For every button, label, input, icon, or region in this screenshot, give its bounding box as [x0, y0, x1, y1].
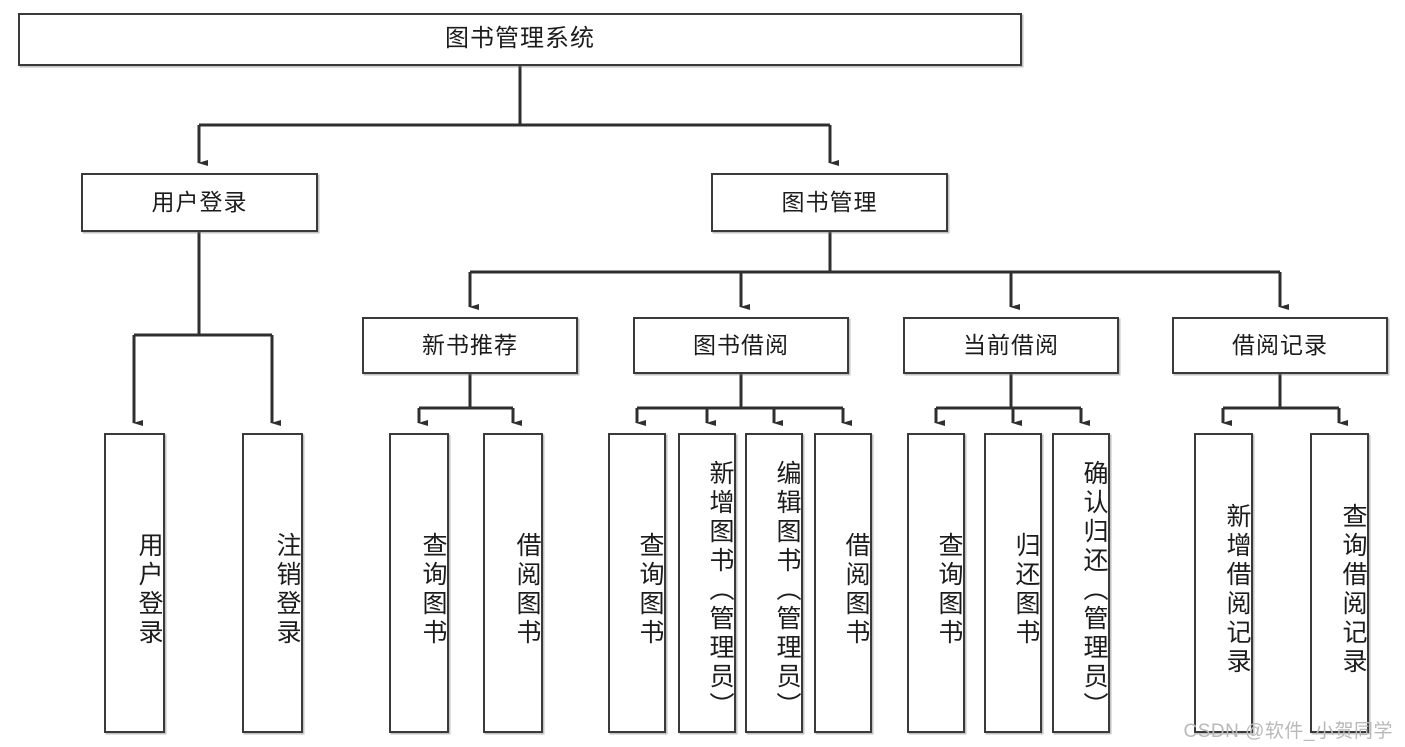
leaf-borrow-book-1[interactable]: 借阅图书 [483, 433, 543, 733]
leaf-label: 借阅图书 [842, 532, 870, 648]
node-root[interactable]: 图书管理系统 [18, 13, 1022, 66]
leaf-label: 查询借阅记录 [1339, 503, 1367, 677]
leaf-confirm-return[interactable]: 确认归还（管理员） [1052, 433, 1110, 733]
leaf-label: 归还图书 [1012, 532, 1040, 648]
leaf-label: 新增借阅记录 [1223, 503, 1251, 677]
leaf-edit-book[interactable]: 编辑图书（管理员） [745, 433, 803, 733]
node-current-borrow[interactable]: 当前借阅 [903, 317, 1119, 374]
leaf-label: 查询图书 [419, 532, 447, 648]
node-user-login[interactable]: 用户登录 [81, 173, 318, 232]
leaf-label: 确认归还（管理员） [1080, 459, 1108, 721]
leaf-label: 编辑图书（管理员） [773, 459, 801, 721]
leaf-label: 查询图书 [935, 532, 963, 648]
node-borrow-record[interactable]: 借阅记录 [1172, 317, 1388, 374]
watermark: CSDN @软件_小贺同学 [1183, 721, 1393, 742]
leaf-query-record[interactable]: 查询借阅记录 [1310, 433, 1369, 733]
leaf-add-record[interactable]: 新增借阅记录 [1194, 433, 1253, 733]
leaf-user-login[interactable]: 用户登录 [104, 433, 165, 733]
leaf-borrow-book-2[interactable]: 借阅图书 [814, 433, 872, 733]
node-new-book-recommend[interactable]: 新书推荐 [362, 317, 578, 374]
leaf-label: 用户登录 [135, 532, 163, 648]
leaf-query-book-2[interactable]: 查询图书 [608, 433, 666, 733]
leaf-label: 新增图书（管理员） [706, 459, 734, 721]
leaf-query-book-3[interactable]: 查询图书 [907, 433, 965, 733]
leaf-return-book[interactable]: 归还图书 [984, 433, 1042, 733]
node-book-management[interactable]: 图书管理 [711, 173, 948, 232]
leaf-add-book[interactable]: 新增图书（管理员） [678, 433, 736, 733]
node-book-borrow[interactable]: 图书借阅 [633, 317, 849, 374]
leaf-label: 借阅图书 [513, 532, 541, 648]
leaf-query-book-1[interactable]: 查询图书 [389, 433, 449, 733]
leaf-label: 注销登录 [273, 532, 301, 648]
leaf-label: 查询图书 [636, 532, 664, 648]
leaf-user-logout[interactable]: 注销登录 [242, 433, 303, 733]
